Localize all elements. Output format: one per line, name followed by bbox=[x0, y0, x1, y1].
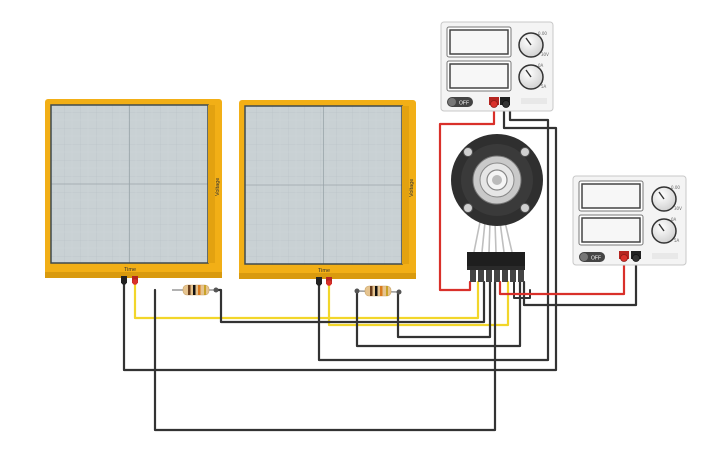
psu-right-knob-label-3: 0A bbox=[671, 217, 677, 222]
wire-black-scope2-gnd[interactable] bbox=[317, 104, 550, 362]
wire-black-scope1-gnd[interactable] bbox=[122, 104, 558, 372]
dc-motor-encoder-icon[interactable] bbox=[451, 134, 543, 282]
oscilloscope-1[interactable]: Time Voltage bbox=[45, 99, 222, 285]
wire-black-motor[interactable] bbox=[513, 281, 531, 299]
wire-black-res1[interactable] bbox=[214, 280, 486, 324]
psu-top-knob-label-2: 30V bbox=[541, 52, 549, 57]
psu-top-knob-label-4: 5A bbox=[541, 84, 547, 89]
resistor-1[interactable] bbox=[172, 284, 219, 296]
psu-right-knob-label-1: 0.00 bbox=[671, 185, 680, 190]
psu-top-off-label: OFF bbox=[459, 101, 469, 107]
resistor-2[interactable] bbox=[354, 285, 402, 297]
psu-right-off-label: OFF bbox=[591, 256, 601, 262]
psu-right-knob-label-2: 30V bbox=[674, 206, 682, 211]
wire-yellow-2[interactable] bbox=[327, 280, 510, 327]
wire-yellow-1[interactable] bbox=[133, 280, 480, 320]
psu-top-knob-label-3: 0A bbox=[538, 63, 544, 68]
psu-right-negative-terminal[interactable] bbox=[632, 254, 640, 262]
psu-top-negative-terminal[interactable] bbox=[502, 100, 510, 108]
wire-black-res2-a[interactable] bbox=[355, 280, 522, 348]
wires bbox=[122, 104, 638, 432]
wire-black-loop[interactable] bbox=[153, 280, 497, 432]
oscilloscope-1-terminals[interactable] bbox=[121, 276, 138, 285]
oscilloscope-2[interactable]: Time Voltage bbox=[239, 100, 416, 286]
psu-top-knob-label-1: 0.00 bbox=[538, 31, 547, 36]
oscilloscope-2-voltage-label: Voltage bbox=[409, 179, 415, 197]
power-supply-top[interactable]: 0.00 30V 0A 5A OFF bbox=[440, 21, 554, 112]
power-supply-right[interactable]: 0.00 30V 0A 5A OFF bbox=[572, 175, 687, 266]
wire-black-res2-b[interactable] bbox=[396, 280, 492, 339]
psu-top-positive-terminal[interactable] bbox=[490, 100, 498, 108]
psu-top-off-button[interactable]: OFF bbox=[447, 97, 473, 107]
oscilloscope-1-voltage-label: Voltage bbox=[215, 178, 221, 196]
psu-right-positive-terminal[interactable] bbox=[620, 254, 628, 262]
wire-red-right-psu[interactable] bbox=[498, 256, 626, 296]
oscilloscope-2-time-label: Time bbox=[318, 268, 330, 274]
oscilloscope-2-terminals[interactable] bbox=[316, 277, 332, 286]
wire-red-top-psu[interactable] bbox=[438, 104, 496, 292]
oscilloscope-1-time-label: Time bbox=[124, 267, 136, 273]
psu-right-knob-label-4: 5A bbox=[674, 238, 680, 243]
psu-right-off-button[interactable]: OFF bbox=[579, 252, 605, 262]
